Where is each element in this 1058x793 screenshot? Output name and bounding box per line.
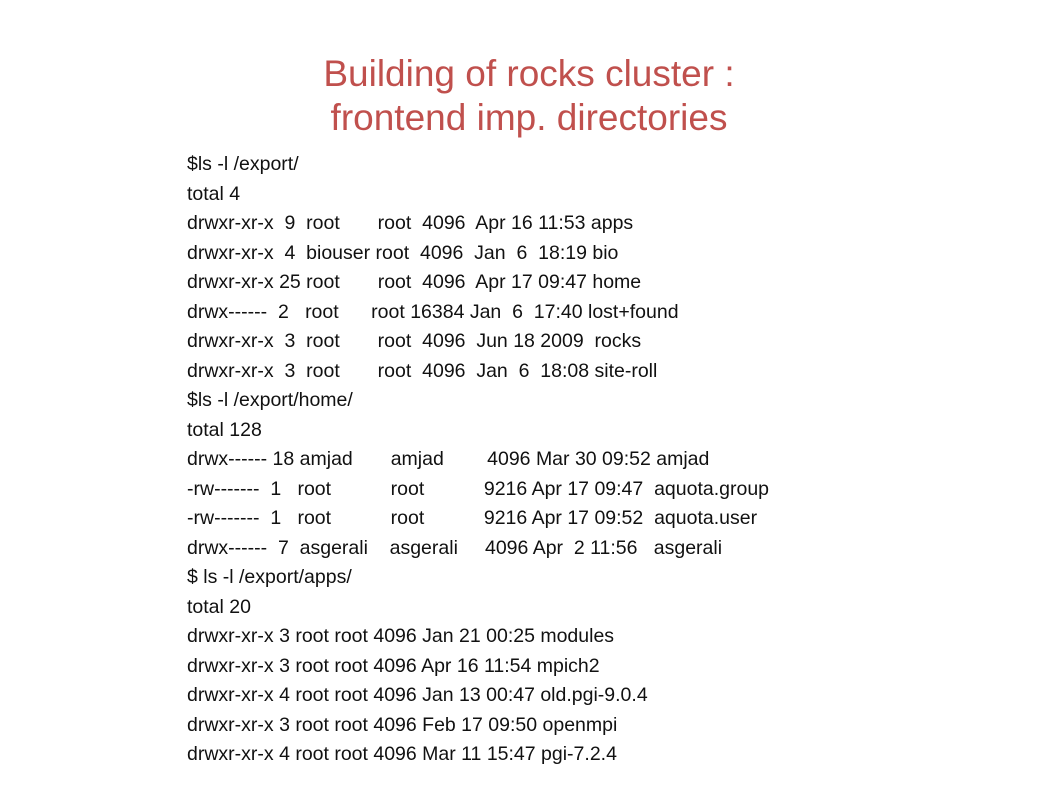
listing-line: drwx------ 7 asgerali asgerali 4096 Apr … <box>187 536 723 559</box>
listing-line: drwxr-xr-x 9 root root 4096 Apr 16 11:53… <box>187 212 634 234</box>
listing-line: drwxr-xr-x 3 root root 4096 Jun 18 2009 … <box>187 330 642 352</box>
listing-line: $ls -l /export/ <box>187 153 299 175</box>
listing-line: $ ls -l /export/apps/ <box>187 566 352 588</box>
listing-line: drwxr-xr-x 3 root root 4096 Jan 6 18:08 … <box>187 359 658 382</box>
listing-line: drwxr-xr-x 4 biouser root 4096 Jan 6 18:… <box>187 241 619 264</box>
listing-line: drwxr-xr-x 4 root root 4096 Jan 13 00:47… <box>187 684 648 706</box>
listing-line: drwxr-xr-x 3 root root 4096 Jan 21 00:25… <box>187 625 615 647</box>
listing-line: total 128 <box>187 418 262 441</box>
listing-line: drwx------ 18 amjad amjad 4096 Mar 30 09… <box>187 448 710 470</box>
listing-line: drwx------ 2 root root 16384 Jan 6 17:40… <box>187 300 679 323</box>
listing-line: total 20 <box>187 595 251 618</box>
slide-title: Building of rocks cluster : frontend imp… <box>0 52 1058 140</box>
listing-line: -rw------- 1 root root 9216 Apr 17 09:47… <box>187 477 770 500</box>
listing-line: drwxr-xr-x 3 root root 4096 Feb 17 09:50… <box>187 713 618 736</box>
slide-title-line-1: Building of rocks cluster : <box>323 53 735 94</box>
listing-line: drwxr-xr-x 3 root root 4096 Apr 16 11:54… <box>187 654 600 677</box>
listing-line: $ls -l /export/home/ <box>187 389 353 411</box>
listing-line: drwxr-xr-x 4 root root 4096 Mar 11 15:47… <box>187 743 617 765</box>
listing-line: -rw------- 1 root root 9216 Apr 17 09:52… <box>187 507 758 529</box>
listing-line: drwxr-xr-x 25 root root 4096 Apr 17 09:4… <box>187 271 642 293</box>
slide-title-line-2: frontend imp. directories <box>330 97 728 138</box>
directory-listing: $ls -l /export/ total 4 drwxr-xr-x 9 roo… <box>187 150 769 770</box>
listing-line: total 4 <box>187 182 241 205</box>
